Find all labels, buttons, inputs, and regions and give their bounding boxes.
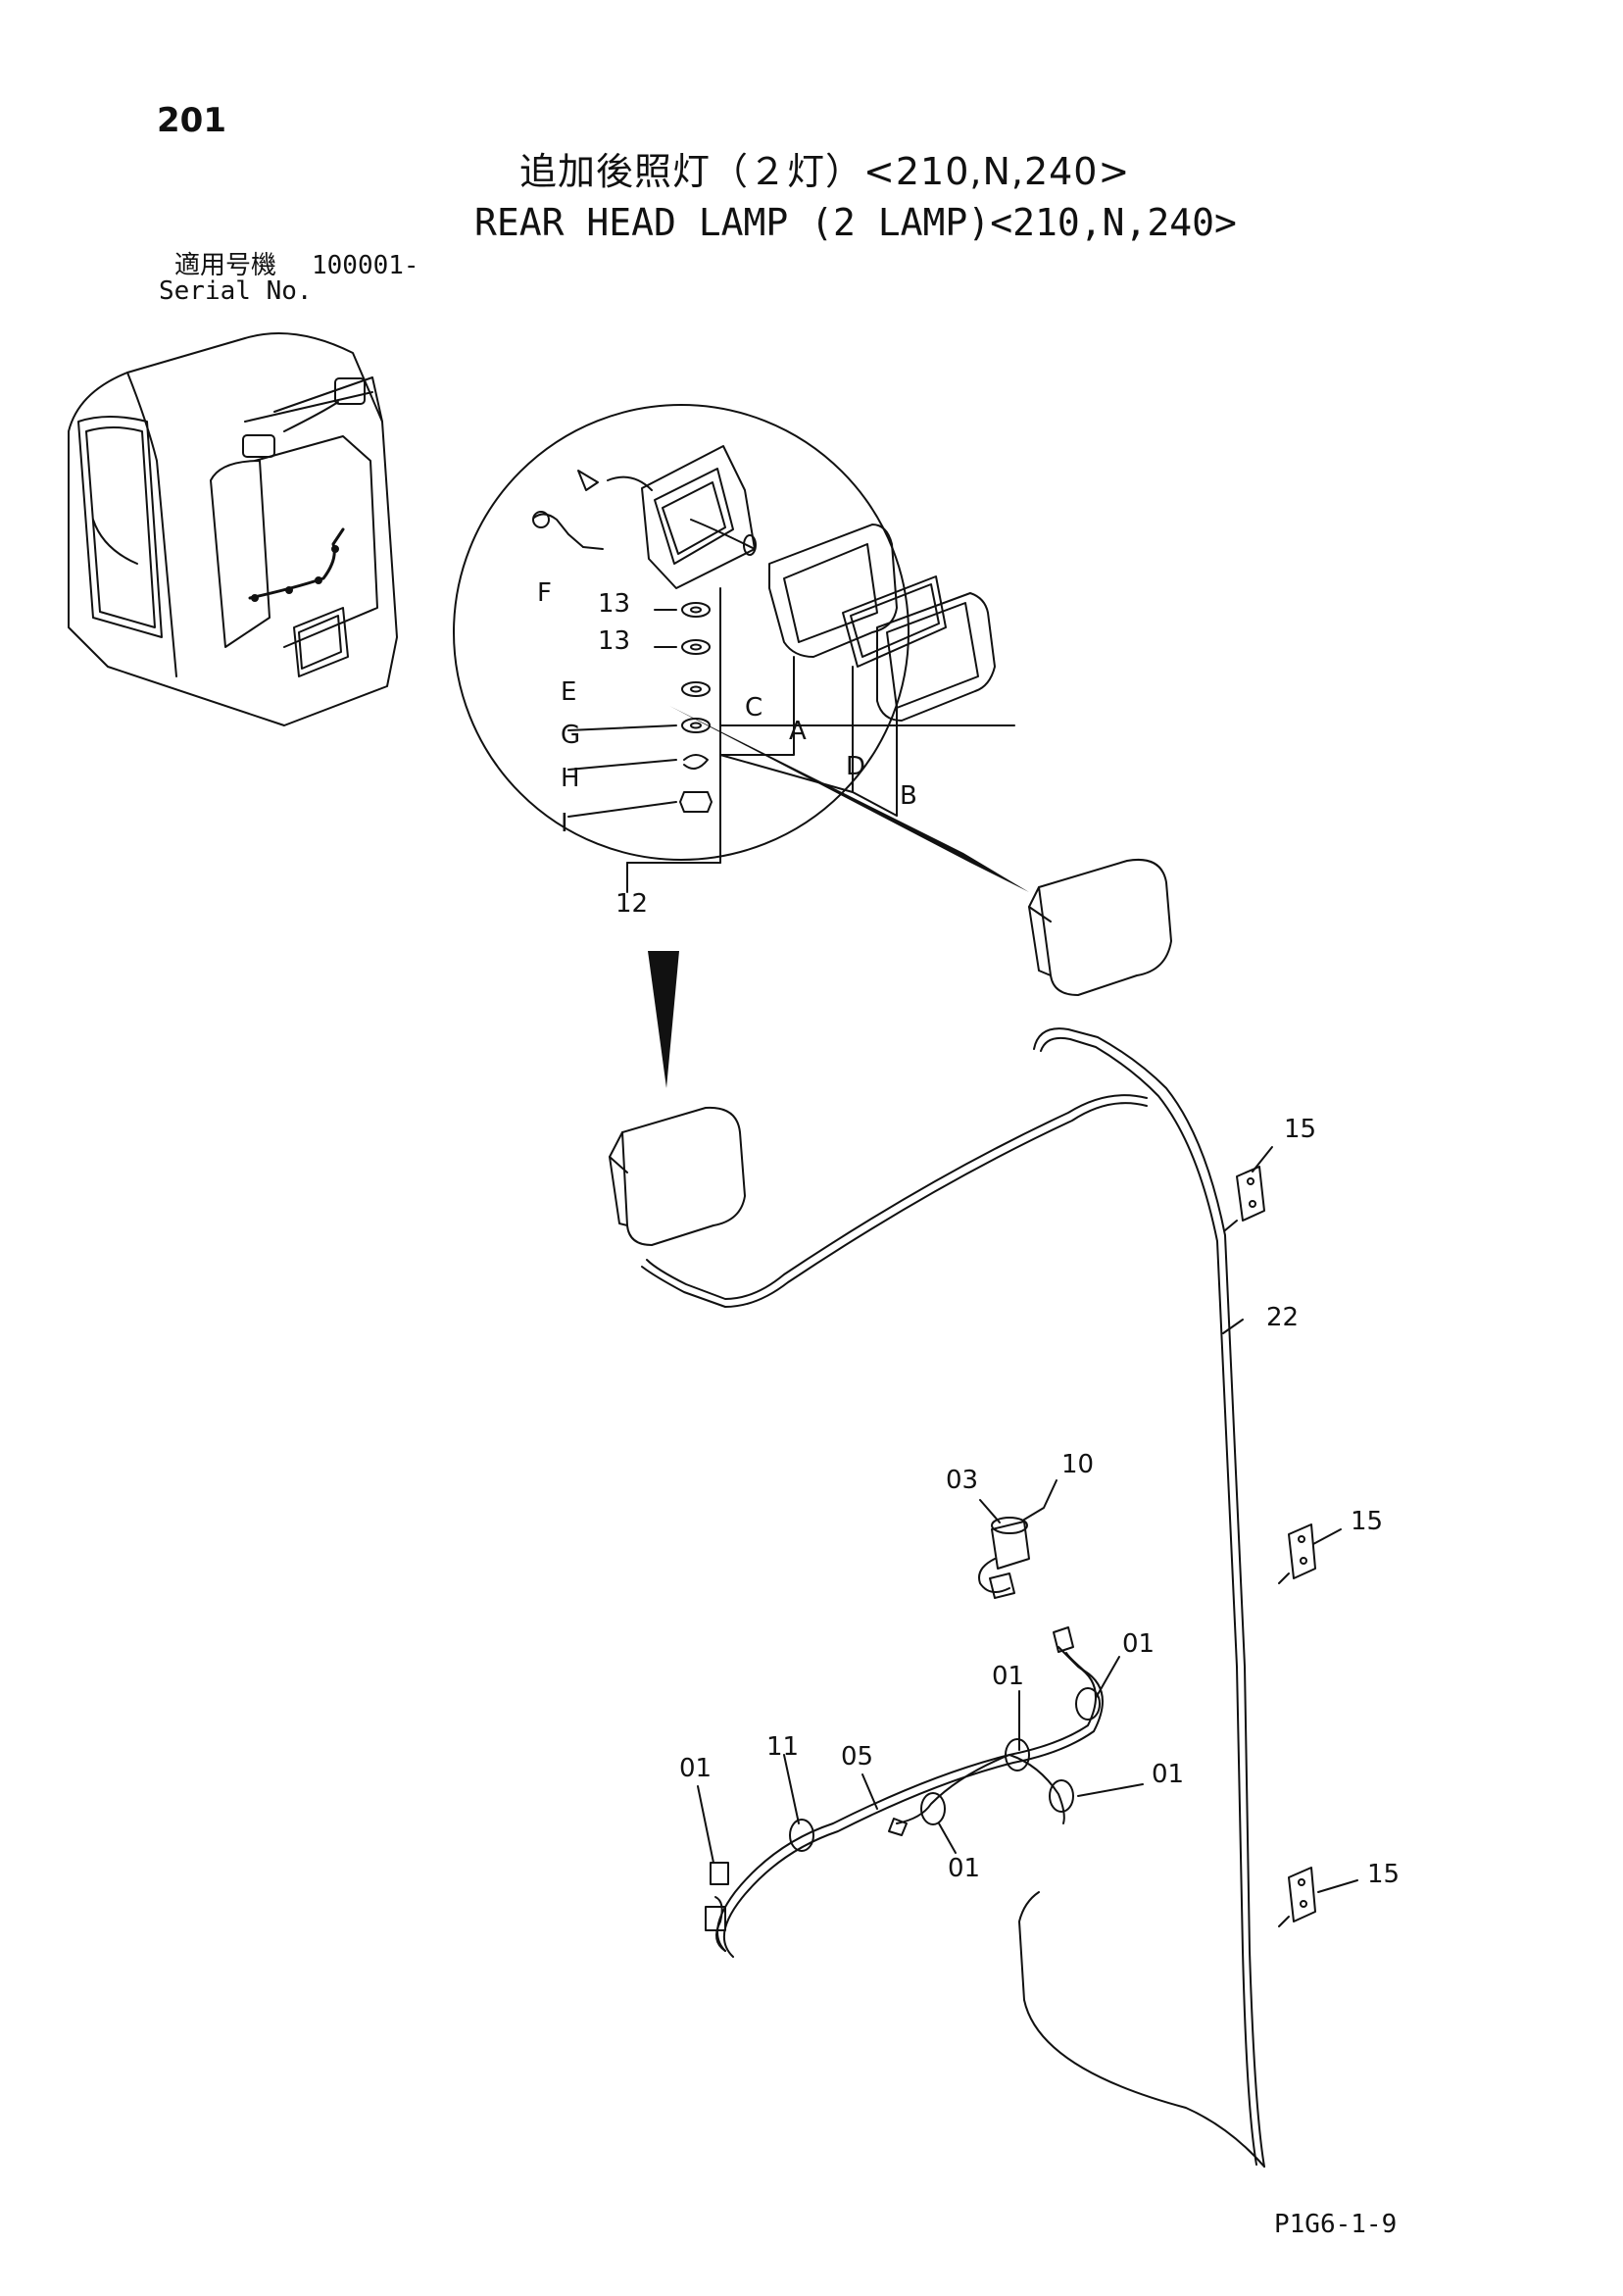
- page-number: 201: [157, 101, 226, 140]
- main-callout-4: 15: [1351, 1507, 1383, 1536]
- main-callout-12: 15: [1367, 1860, 1400, 1889]
- inset-callout-9: A: [789, 717, 807, 746]
- main-callout-6: 01: [992, 1662, 1024, 1691]
- serial-label-english: Serial No.: [159, 276, 313, 306]
- inset-callout-11: B: [900, 781, 917, 811]
- bracket-15-bottom: [1278, 1867, 1316, 1927]
- lamp-right: [1028, 859, 1172, 996]
- main-callout-3: 03: [946, 1466, 978, 1495]
- main-callout-labels: 15 22 10 03 15 01 01 01 05 11 01 01 15: [679, 1115, 1400, 1889]
- bracket-15-top: [1224, 1166, 1265, 1231]
- inset-callout-10: D: [846, 752, 865, 781]
- main-callout-8: 05: [841, 1742, 873, 1772]
- inset-callout-6: I: [561, 809, 568, 838]
- serial-number-value: 100001-: [312, 251, 419, 280]
- inset-callout-4: G: [561, 721, 580, 750]
- title-japanese: 追加後照灯（２灯）<210,N,240>: [519, 150, 1131, 193]
- bracket-15-middle: [1278, 1523, 1316, 1584]
- main-callout-9: 11: [766, 1732, 799, 1762]
- main-callout-7: 01: [1152, 1760, 1184, 1789]
- main-callout-10: 01: [679, 1754, 712, 1783]
- main-callout-1: 22: [1266, 1303, 1299, 1332]
- inset-callout-5: H: [561, 764, 580, 793]
- lamp-left: [609, 1106, 746, 1246]
- inset-callout-1: 13: [598, 589, 630, 619]
- switch-03: [978, 1517, 1030, 1599]
- pointer-wedge-right: [669, 706, 1029, 892]
- main-callout-5: 01: [1122, 1629, 1155, 1659]
- main-callout-0: 15: [1284, 1115, 1316, 1144]
- inset-callout-8: C: [745, 693, 762, 723]
- serial-label-japanese: 適用号機: [174, 251, 277, 280]
- inset-callout-0: F: [537, 578, 552, 608]
- harness-22: [641, 1027, 1265, 2168]
- main-callout-2: 10: [1061, 1450, 1094, 1479]
- cab-overview-illustration: [68, 332, 398, 726]
- main-callout-11: 01: [948, 1854, 980, 1883]
- inset-callout-7: 12: [615, 889, 648, 919]
- detail-inset-circle: [453, 404, 1015, 893]
- inset-callout-2: 13: [598, 626, 630, 656]
- harness-05: [705, 1626, 1104, 1958]
- washer-stack: [679, 602, 713, 813]
- footer-drawing-code: P1G6-1-9: [1274, 2210, 1398, 2239]
- inset-callout-3: E: [561, 677, 576, 707]
- pointer-wedge-left: [648, 951, 679, 1088]
- title-english: REAR HEAD LAMP (2 LAMP)<210,N,240>: [474, 201, 1237, 244]
